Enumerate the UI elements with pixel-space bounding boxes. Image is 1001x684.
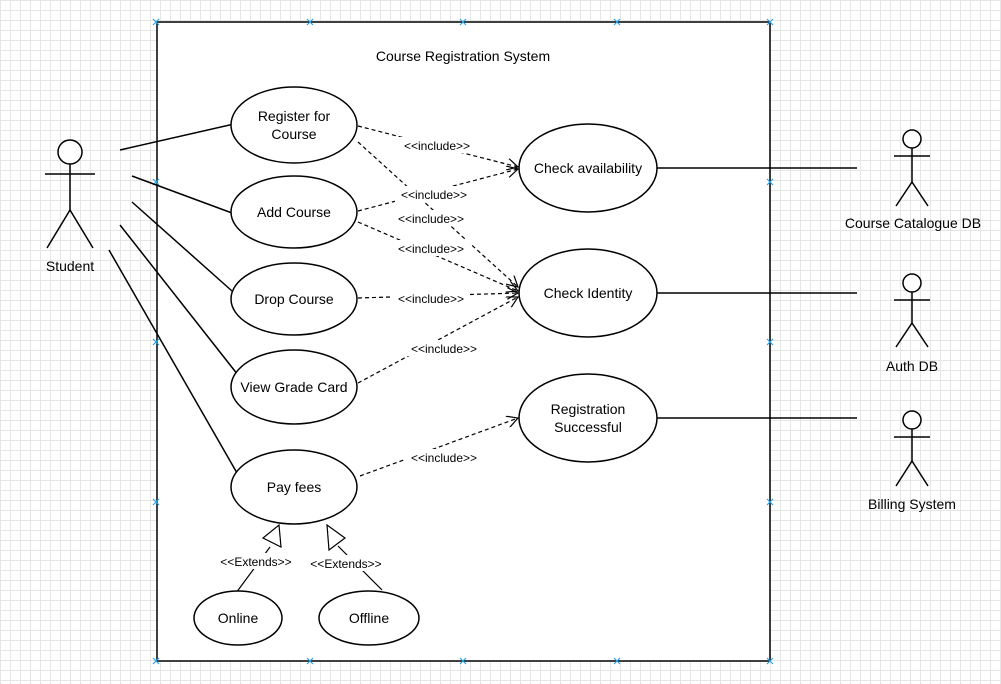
- actor-label-auth-db: Auth DB: [886, 358, 938, 374]
- use-case-check-identity[interactable]: Check Identity: [518, 248, 658, 338]
- use-case-register-for-course[interactable]: Register for Course: [230, 86, 358, 164]
- use-case-label: Register for: [258, 108, 331, 124]
- include-label: <<include>>: [404, 139, 470, 153]
- use-case-label: Check Identity: [544, 285, 633, 301]
- use-case-label: Online: [218, 610, 259, 626]
- include-label: <<include>>: [398, 242, 464, 256]
- student-associations: [108, 123, 239, 474]
- extends-arrowhead-offline: [326, 523, 347, 552]
- use-case-drop-course[interactable]: Drop Course: [230, 262, 358, 336]
- use-case-label: Offline: [349, 610, 389, 626]
- use-case-label: Registration: [551, 401, 626, 417]
- use-case-label: Pay fees: [267, 479, 321, 495]
- use-case-check-availability[interactable]: Check availability: [518, 123, 658, 213]
- actor-auth-db[interactable]: [894, 273, 930, 348]
- actor-student[interactable]: [45, 139, 95, 249]
- actor-course-catalogue-db[interactable]: [894, 129, 930, 207]
- extends-labels: <<Extends>> <<Extends>>: [215, 553, 387, 571]
- actor-head: [902, 410, 922, 430]
- extends-label: <<Extends>>: [220, 555, 291, 569]
- actor-head: [902, 129, 922, 149]
- include-label: <<include>>: [398, 212, 464, 226]
- include-arrow-add-identity: [357, 221, 518, 291]
- actor-label-course-catalogue-db: Course Catalogue DB: [845, 215, 981, 231]
- use-case-add-course[interactable]: Add Course: [230, 175, 358, 249]
- actor-head: [57, 139, 83, 165]
- actor-label-billing-system: Billing System: [868, 496, 956, 512]
- use-case-label: View Grade Card: [240, 379, 347, 395]
- use-case-label: Add Course: [257, 204, 331, 220]
- include-label: <<include>>: [401, 188, 467, 202]
- include-arrow-grade-identity: [357, 297, 518, 384]
- include-labels: <<include>> <<include>> <<include>> <<in…: [392, 137, 483, 465]
- include-label: <<include>>: [411, 342, 477, 356]
- extends-label: <<Extends>>: [310, 557, 381, 571]
- include-arrow-pay-registration: [359, 418, 518, 477]
- boundary-selection-handles[interactable]: [152, 18, 774, 665]
- use-case-label: Drop Course: [254, 291, 334, 307]
- actor-head: [902, 273, 922, 293]
- extends-arrowhead-online: [261, 523, 282, 549]
- include-label: <<include>>: [398, 292, 464, 306]
- use-case-online[interactable]: Online: [193, 590, 283, 646]
- system-title: Course Registration System: [376, 48, 550, 64]
- system-actor-associations: [656, 167, 857, 419]
- use-case-label: Course: [271, 126, 316, 142]
- actor-billing-system[interactable]: [894, 410, 930, 487]
- use-case-label: Check availability: [534, 160, 642, 176]
- use-case-pay-fees[interactable]: Pay fees: [230, 449, 358, 525]
- include-label: <<include>>: [411, 451, 477, 465]
- use-case-label: Successful: [554, 419, 622, 435]
- use-case-registration-successful[interactable]: Registration Successful: [518, 373, 658, 463]
- use-case-view-grade-card[interactable]: View Grade Card: [230, 349, 358, 425]
- use-case-offline[interactable]: Offline: [318, 590, 420, 646]
- actor-label-student: Student: [46, 258, 94, 274]
